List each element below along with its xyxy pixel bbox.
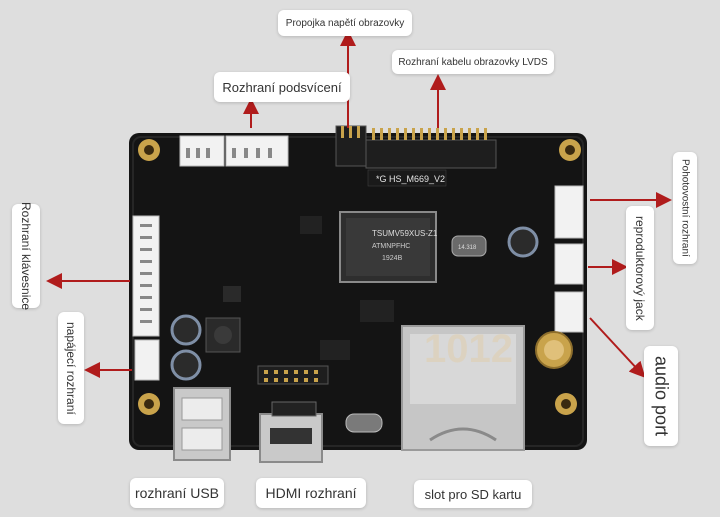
lvds-header bbox=[365, 139, 497, 169]
label-lcd-voltage-jumper: Propojka napětí obrazovky bbox=[278, 10, 412, 36]
board-silkscreen: *G HS_M669_V2 bbox=[376, 174, 445, 184]
capacitor bbox=[507, 226, 539, 258]
label-standby-interface: Pohotovostní rozhraní bbox=[673, 152, 697, 264]
label-text: napájecí rozhraní bbox=[64, 321, 78, 415]
keyboard-connector bbox=[132, 215, 160, 337]
label-backlight-interface: Rozhraní podsvícení bbox=[214, 72, 350, 102]
label-usb-interface: rozhraní USB bbox=[130, 478, 224, 508]
crystal-marking: 14.318 bbox=[458, 245, 477, 251]
crystal bbox=[451, 235, 487, 257]
power-connector bbox=[134, 339, 160, 381]
label-text: rozhraní USB bbox=[134, 485, 220, 501]
label-text: HDMI rozhraní bbox=[265, 485, 357, 501]
label-audio-port: audio port bbox=[644, 346, 678, 446]
label-text: Rozhraní kabelu obrazovky LVDS bbox=[398, 56, 548, 68]
watermark-text: 1012 bbox=[424, 327, 513, 371]
label-hdmi-interface: HDMI rozhraní bbox=[256, 478, 366, 508]
mounting-holes bbox=[138, 139, 581, 415]
lvds-pins bbox=[372, 128, 487, 140]
label-speaker-jack: reproduktorový jack bbox=[626, 206, 654, 330]
chip-marking-2: ATMNPFHC bbox=[372, 243, 410, 250]
label-text: Propojka napětí obrazovky bbox=[285, 17, 405, 29]
pointer-arrows bbox=[46, 30, 672, 378]
label-text: audio port bbox=[651, 355, 672, 437]
standby-connector bbox=[554, 185, 584, 239]
label-power-interface: napájecí rozhraní bbox=[58, 312, 84, 424]
label-text: slot pro SD kartu bbox=[424, 486, 522, 502]
label-sd-slot: slot pro SD kartu bbox=[414, 480, 532, 508]
label-keyboard-interface: Rozhraní klávesnice bbox=[12, 201, 40, 311]
label-text: reproduktorový jack bbox=[633, 215, 647, 321]
chip-marking-1: TSUMV59XUS-Z1 bbox=[372, 229, 438, 238]
chip-marking-3: 1924B bbox=[382, 255, 403, 262]
label-lvds-cable-interface: Rozhraní kabelu obrazovky LVDS bbox=[392, 50, 554, 74]
label-text: Rozhraní klávesnice bbox=[19, 201, 33, 311]
speaker-connector bbox=[554, 243, 584, 285]
label-text: Rozhraní podsvícení bbox=[222, 79, 342, 95]
label-text: Pohotovostní rozhraní bbox=[679, 159, 691, 257]
